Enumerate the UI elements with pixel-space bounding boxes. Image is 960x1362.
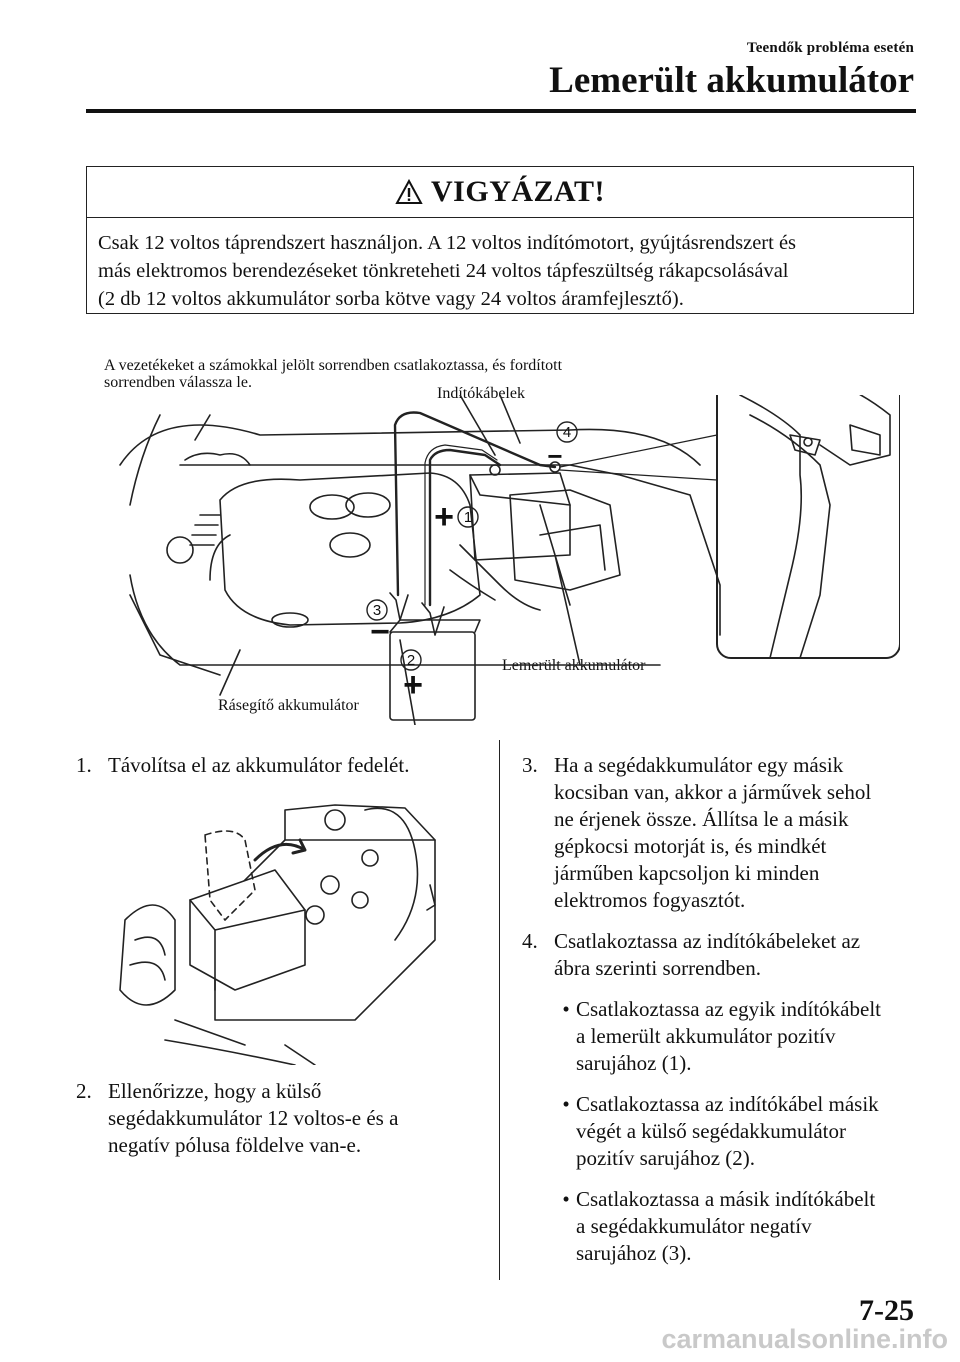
step-line: negatív pólusa földelve van-e. (108, 1133, 362, 1157)
warning-title: VIGYÁZAT! (431, 175, 605, 208)
marker-2 (400, 649, 422, 671)
detail-inset (716, 395, 900, 659)
marker-3-label: 3 (373, 602, 381, 619)
minus-sign-dead: − (547, 441, 562, 471)
booster-clamp-positive (421, 602, 445, 636)
bullet-line: Csatlakoztassa az indítókábel másik (576, 1092, 879, 1116)
coolant-cap (166, 536, 194, 564)
warning-line: (2 db 12 voltos akkumulátor sorba kötve … (98, 288, 684, 310)
booster-clamp-negative (389, 592, 409, 621)
step-line: segédakkumulátor 12 voltos-e és a (108, 1106, 399, 1130)
watermark: carmanualsonline.info (661, 1324, 948, 1354)
step-line: kocsiban van, akkor a járművek sehol (554, 780, 872, 804)
air-box (509, 489, 621, 591)
jumper-cable-positive (428, 448, 502, 607)
step-2: 2. Ellenőrizze, hogy a külső segédakkumu… (76, 1078, 486, 1159)
marker-1 (457, 506, 479, 528)
step-line: ne érjenek össze. Állítsa le a másik (554, 807, 849, 831)
jumper-cables-label: Indítókábelek (437, 385, 525, 402)
bullet-line: Csatlakoztassa a másik indítókábelt (576, 1187, 876, 1211)
bullet-line: a segédakkumulátor negatív (576, 1214, 812, 1238)
step-line: Ha a segédakkumulátor egy másik (554, 753, 844, 777)
column-divider (499, 740, 500, 1280)
minus-sign-booster: − (370, 613, 390, 651)
battery-cover (189, 869, 306, 991)
warning-line: Csak 12 voltos táprendszert használjon. … (98, 232, 797, 254)
dead-battery (469, 472, 571, 561)
battery-cover-illustration (119, 804, 436, 1065)
warning-triangle-icon (395, 179, 423, 204)
bullet-line: a lemerült akkumulátor pozitív (576, 1024, 836, 1048)
instruction-line: A vezetékeket a számokkal jelölt sorrend… (104, 357, 563, 374)
step-line: gépkocsi motorját is, és mindkét (554, 834, 827, 858)
booster-battery-label: Rásegítő akkumulátor (218, 697, 359, 714)
step-number: 1. (76, 753, 92, 777)
marker-2-label: 2 (407, 652, 415, 669)
bullet-line: sarujához (3). (576, 1241, 692, 1265)
bullet-line: pozitív sarujához (2). (576, 1146, 756, 1170)
steps-right: 3. Ha a segédakkumulátor egy másik kocsi… (522, 752, 922, 1267)
jump-start-diagram: 1 2 3 4 + + − − (119, 395, 900, 725)
lift-arrow-icon (253, 838, 307, 862)
page-number: 7-25 (859, 1294, 914, 1327)
marker-1-label: 1 (464, 509, 472, 526)
step-3: 3. Ha a segédakkumulátor egy másik kocsi… (522, 752, 922, 914)
warning-header: VIGYÁZAT! (87, 167, 913, 218)
bullet-line: végét a külső segédakkumulátor (576, 1119, 847, 1143)
bullet-dot: • (562, 1092, 570, 1116)
diagram-instruction: A vezetékeket a számokkal jelölt sorrend… (104, 357, 562, 391)
bullet-list: • Csatlakoztassa az egyik indítókábelt a… (522, 996, 922, 1267)
step-line: Ellenőrizze, hogy a külső (108, 1079, 322, 1103)
jumper-cable-negative (393, 411, 557, 597)
page-header: Teendők probléma esetén Lemerült akkumul… (549, 40, 914, 102)
marker-4 (556, 421, 578, 443)
plus-sign-booster: + (403, 666, 423, 704)
header-rule (86, 109, 916, 113)
marker-3 (366, 599, 388, 621)
cover-dashed-outline (204, 830, 256, 921)
step-number: 4. (522, 929, 538, 953)
marker-4-label: 4 (563, 424, 571, 441)
bullet-line: sarujához (1). (576, 1051, 692, 1075)
warning-text: Csak 12 voltos táprendszert használjon. … (87, 218, 913, 313)
bullet-item: • Csatlakoztassa a másik indítókábelt a … (556, 1186, 922, 1267)
bullet-dot: • (562, 997, 570, 1021)
step-1: 1. Távolítsa el az akkumulátor fedelét. (76, 752, 486, 779)
bullet-dot: • (562, 1187, 570, 1211)
step-line: járműben kapcsoljon ki minden (554, 861, 820, 885)
hood-outline (119, 424, 701, 466)
step-number: 3. (522, 753, 538, 777)
bullet-line: Csatlakoztassa az egyik indítókábelt (576, 997, 881, 1021)
engine-cover (219, 472, 481, 626)
bullet-item: • Csatlakoztassa az indítókábel másik vé… (556, 1091, 922, 1172)
step-line: Csatlakoztassa az indítókábeleket az (554, 929, 861, 953)
plus-sign-dead: + (434, 498, 454, 536)
booster-battery (389, 631, 476, 721)
instruction-line: sorrendben válassza le. (104, 374, 252, 391)
step-line: ábra szerinti sorrendben. (554, 956, 761, 980)
bullet-item: • Csatlakoztassa az egyik indítókábelt a… (556, 996, 922, 1077)
step-line: elektromos fogyasztót. (554, 888, 746, 912)
step-number: 2. (76, 1079, 92, 1103)
warning-box: VIGYÁZAT! Csak 12 voltos táprendszert ha… (86, 166, 914, 314)
step-text: Távolítsa el az akkumulátor fedelét. (108, 753, 410, 777)
page-title: Lemerült akkumulátor (549, 60, 914, 101)
warning-line: más elektromos berendezéseket tönkretehe… (98, 260, 789, 282)
step-4: 4. Csatlakoztassa az indítókábeleket az … (522, 928, 922, 982)
section-title: Teendők probléma esetén (746, 40, 914, 56)
